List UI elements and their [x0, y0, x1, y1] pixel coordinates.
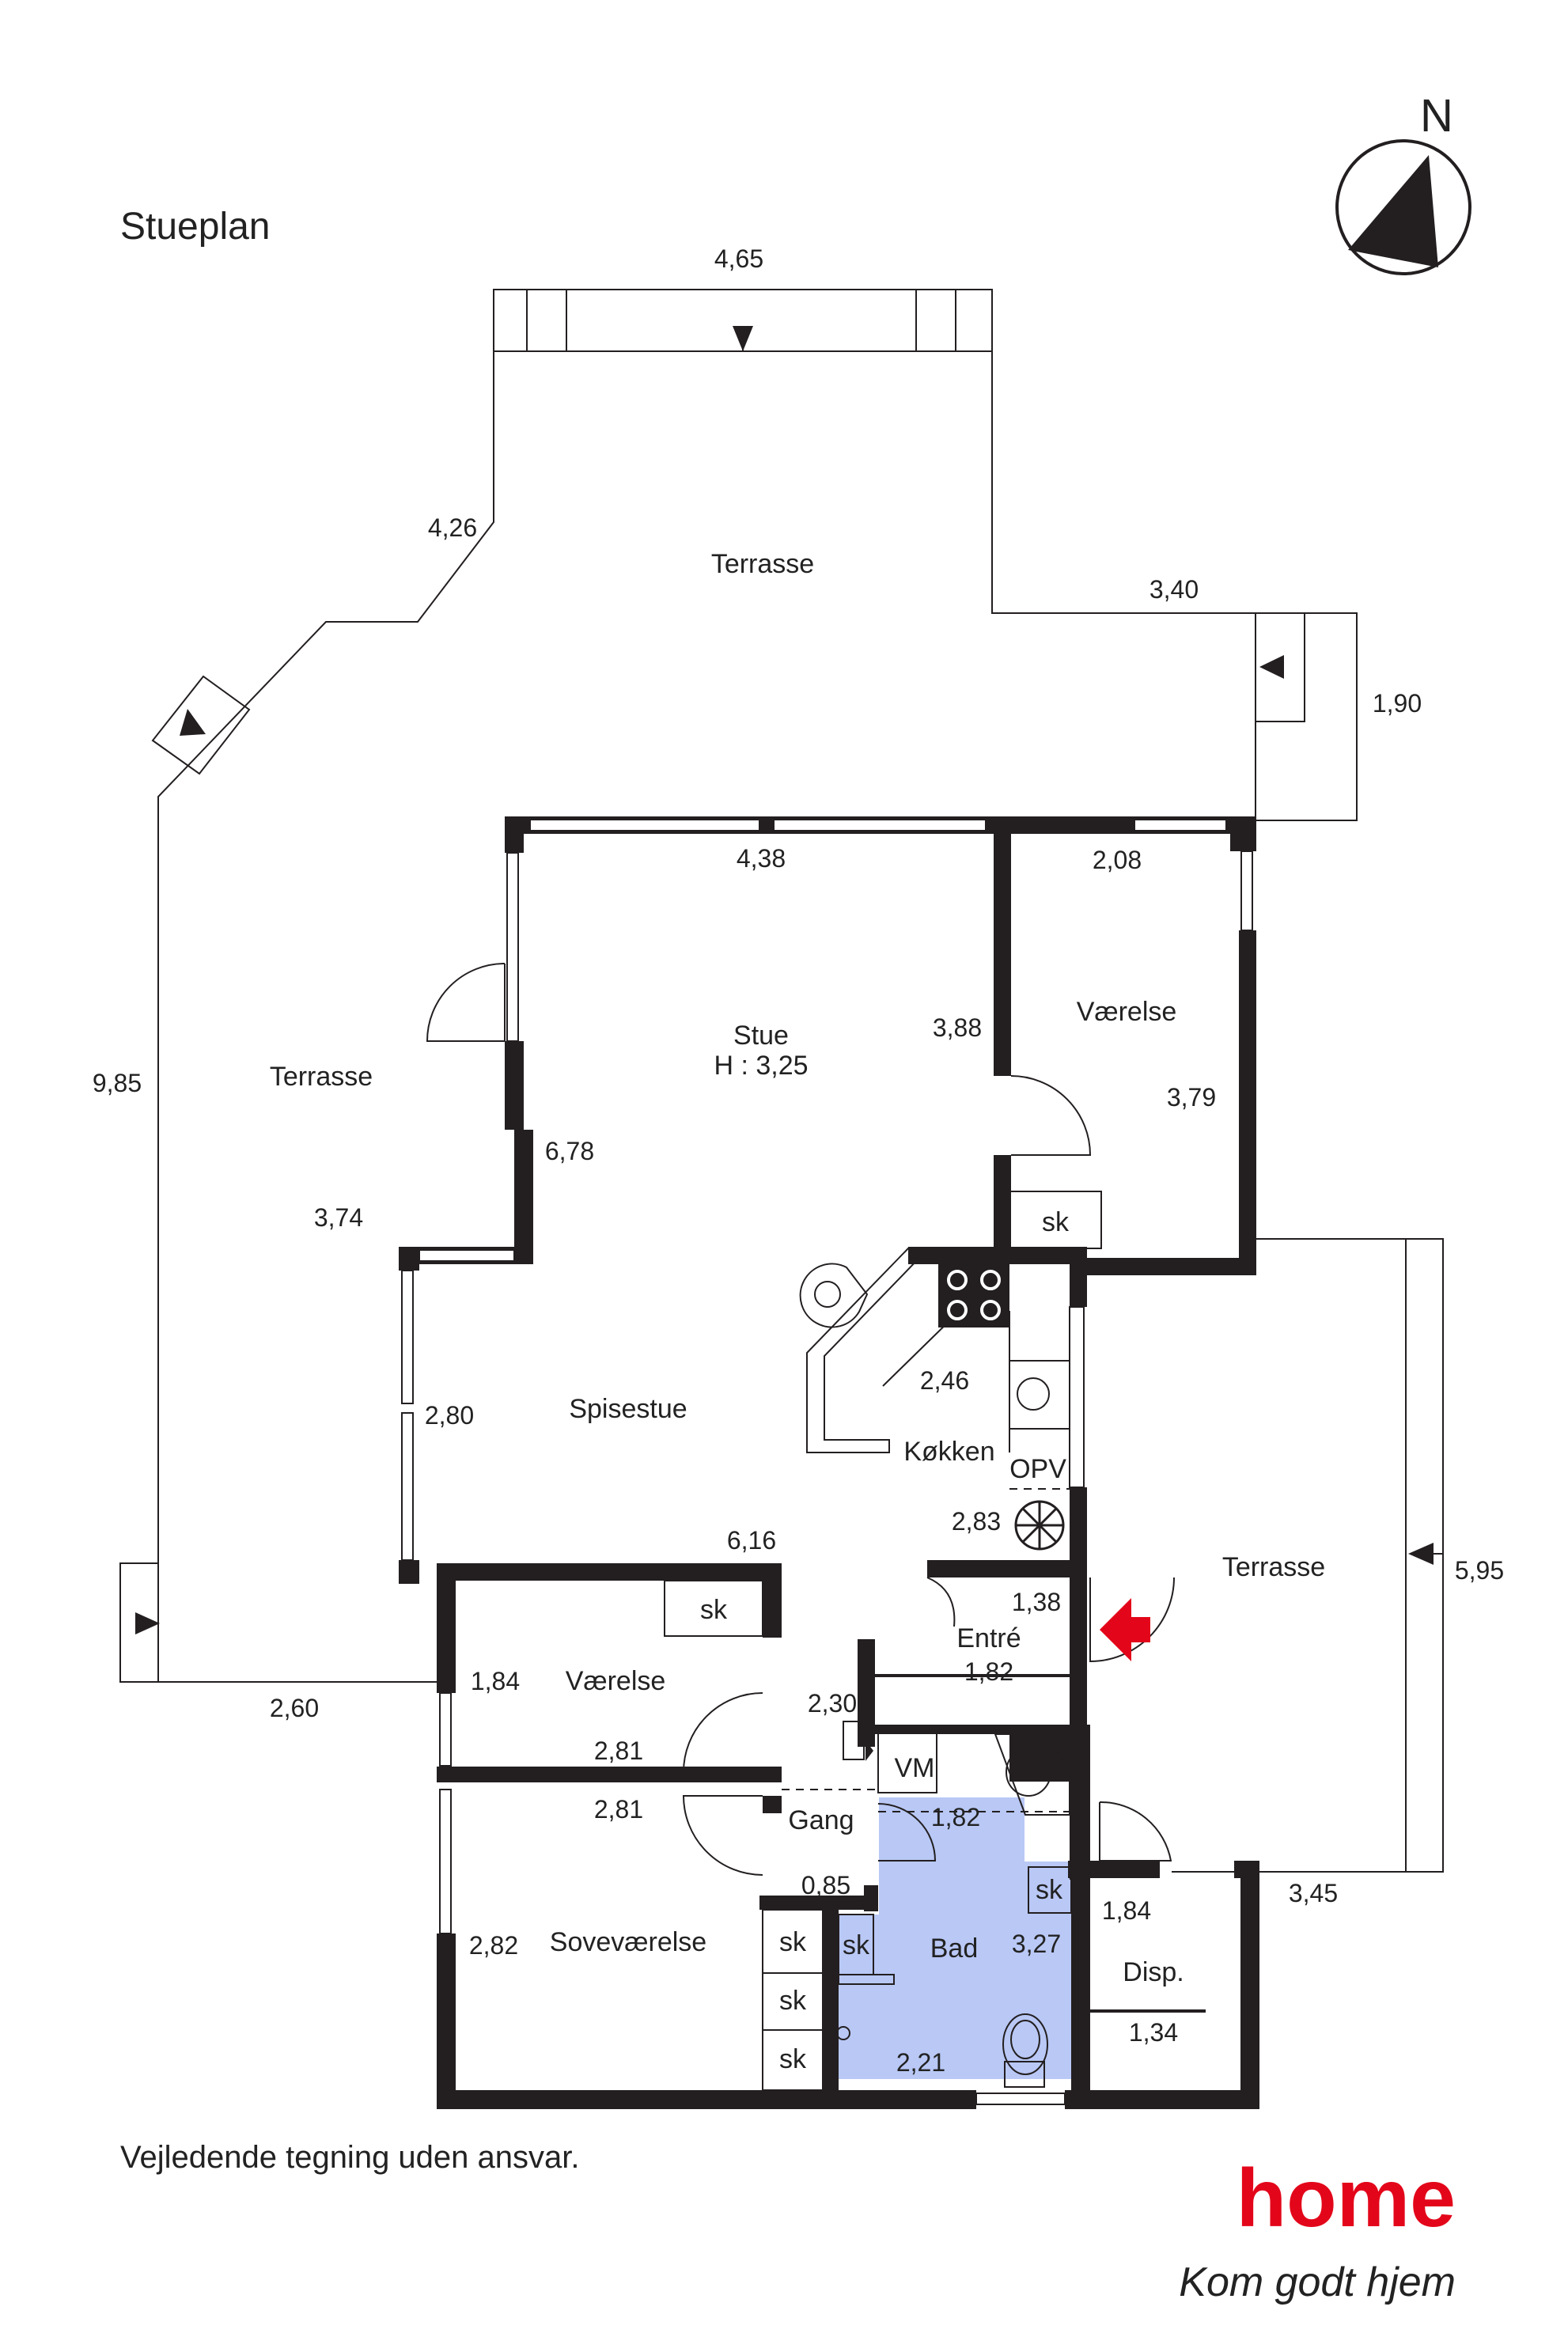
dimension-label: 5,95 [1455, 1556, 1504, 1585]
closet-label: sk [779, 1927, 807, 1957]
closet-label: sk [779, 2044, 807, 2074]
logo-slogan: Kom godt hjem [1179, 2259, 1456, 2305]
room-label: Terrasse [1222, 1552, 1325, 1582]
closet-label: sk [1042, 1207, 1070, 1237]
dimension-label: 1,34 [1129, 2018, 1178, 2047]
dimension-label: 2,46 [920, 1366, 969, 1395]
dimension-label: 6,78 [545, 1137, 594, 1165]
dimension-label: 1,38 [1012, 1588, 1061, 1616]
north-arrow-icon [1348, 155, 1438, 267]
dimension-label: 2,81 [594, 1795, 643, 1824]
closet-label: sk [700, 1595, 728, 1625]
room-label: Værelse [566, 1666, 666, 1696]
room-label: Værelse [1077, 997, 1177, 1027]
dimension-label: 4,26 [428, 513, 477, 542]
dimension-label: 2,08 [1093, 846, 1142, 874]
room-label: Bad [930, 1933, 979, 1964]
arrow-icon [135, 1612, 160, 1634]
logo-word: home [1237, 2153, 1456, 2244]
arrow-icon [1259, 655, 1284, 679]
direction-arrows [135, 326, 1443, 1761]
dimension-label: 9,85 [93, 1069, 142, 1097]
home-logo: home Kom godt hjem [1179, 2153, 1456, 2305]
fixtures [664, 1191, 1102, 2091]
dimension-label: 0,85 [801, 1871, 850, 1899]
arrow-icon [733, 326, 753, 351]
dimension-label: 3,40 [1149, 575, 1199, 604]
fixture-label: VM [895, 1753, 935, 1783]
plan-title: Stueplan [120, 206, 271, 248]
dimension-label: 2,83 [952, 1507, 1001, 1536]
dimension-label: 4,38 [737, 844, 786, 873]
dimension-label: 2,81 [594, 1737, 643, 1765]
dimension-label: 2,80 [425, 1401, 474, 1430]
room-label: Soveværelse [550, 1927, 706, 1957]
dimension-label: 1,90 [1373, 689, 1422, 718]
dimension-label: 2,21 [896, 2048, 945, 2077]
north-label: N [1420, 90, 1453, 142]
arrow-icon [1408, 1543, 1434, 1565]
dimension-label: 3,79 [1167, 1083, 1216, 1112]
dimension-label: 1,84 [471, 1667, 520, 1695]
dimension-label: 3,45 [1289, 1879, 1338, 1907]
room-label: Terrasse [711, 549, 814, 579]
dimension-label: 3,27 [1012, 1930, 1061, 1958]
entrance-arrow-icon [1100, 1598, 1150, 1661]
room-label: Køkken [903, 1437, 994, 1467]
dimension-label: 6,16 [727, 1526, 776, 1555]
room-label: Gang [788, 1805, 854, 1835]
closet-label: sk [1036, 1875, 1063, 1905]
room-label: Entré [956, 1623, 1021, 1653]
dimension-label: 1,84 [1102, 1896, 1151, 1925]
bathroom-floor [839, 1797, 1072, 2079]
dimension-label: 1,82 [931, 1803, 980, 1831]
closet-label: sk [779, 1986, 807, 2016]
dimension-label: 4,65 [714, 244, 763, 273]
room-label: Terrasse [270, 1062, 373, 1092]
dimension-label: 3,74 [314, 1203, 363, 1232]
dimension-label: 2,82 [469, 1931, 518, 1960]
dimension-label: 2,30 [808, 1689, 857, 1718]
fixture-label: OPV [1009, 1454, 1066, 1484]
room-label: Stue [733, 1021, 789, 1051]
north-compass: N [1335, 90, 1471, 275]
dimension-label: 2,60 [270, 1694, 319, 1722]
arrow-icon [180, 709, 206, 736]
terrace-outlines [119, 289, 1444, 1873]
windows [401, 819, 1253, 2105]
dimension-label: 1,82 [964, 1657, 1013, 1686]
dimension-label: 3,88 [933, 1013, 982, 1042]
closet-label: sk [843, 1930, 870, 1960]
room-label: Spisestue [569, 1394, 687, 1424]
arrow-icon [865, 1740, 873, 1761]
room-label: Disp. [1123, 1957, 1184, 1987]
room-height: H : 3,25 [714, 1051, 808, 1081]
disclaimer-text: Vejledende tegning uden ansvar. [120, 2140, 580, 2175]
